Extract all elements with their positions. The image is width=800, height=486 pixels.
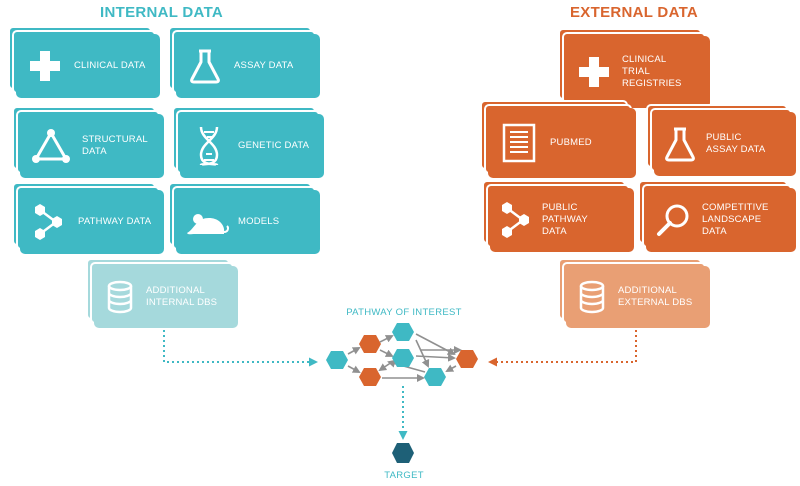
cross-icon xyxy=(566,55,622,89)
flask-icon xyxy=(654,126,706,162)
internal-card-label: CLINICAL DATA xyxy=(74,60,146,71)
external-card-public-assay: PUBLIC ASSAY DATA xyxy=(646,104,796,176)
internal-card-label: ASSAY DATA xyxy=(234,60,294,71)
external-card-competitive: COMPETITIVE LANDSCAPE DATA xyxy=(638,180,796,252)
network-node xyxy=(392,323,414,341)
internal-card-additional: ADDITIONAL INTERNAL DBs xyxy=(86,258,238,328)
cross-icon xyxy=(16,49,74,83)
flask-icon xyxy=(176,48,234,84)
target-node xyxy=(392,443,414,463)
magnifier-icon xyxy=(646,202,702,238)
pathway-icon xyxy=(20,202,78,242)
internal-card-pathway: PATHWAY DATA xyxy=(12,182,164,254)
external-card-label: PUBLIC ASSAY DATA xyxy=(706,132,766,155)
network-node xyxy=(359,368,381,386)
external-card-label: COMPETITIVE LANDSCAPE DATA xyxy=(702,202,769,237)
internal-card-structural: STRUCTURAL DATA xyxy=(12,106,164,178)
network-node xyxy=(424,368,446,386)
network-nodes xyxy=(326,323,478,386)
database-icon xyxy=(94,280,146,314)
pathway-title: PATHWAY OF INTEREST xyxy=(346,307,461,318)
external-card-pubmed: PUBMED xyxy=(480,100,636,178)
target-label: TARGET xyxy=(384,470,424,481)
external-card-label: PUBLIC PATHWAY DATA xyxy=(542,202,588,237)
database-icon xyxy=(566,280,618,314)
external-data-heading: EXTERNAL DATA xyxy=(570,4,699,21)
internal-connector-line xyxy=(163,330,318,367)
pathway-icon xyxy=(490,200,542,240)
external-card-label: PUBMED xyxy=(550,137,592,148)
mouse-icon xyxy=(176,205,238,239)
internal-card-label: ADDITIONAL INTERNAL DBs xyxy=(146,285,218,308)
internal-data-heading: INTERNAL DATA xyxy=(100,4,224,21)
internal-card-models: MODELS xyxy=(168,182,320,254)
external-connector-line xyxy=(488,330,637,367)
internal-card-clinical: CLINICAL DATA xyxy=(8,26,160,98)
internal-card-label: STRUCTURAL DATA xyxy=(82,134,148,157)
dna-icon xyxy=(180,125,238,167)
external-card-label: CLINICAL TRIAL REGISTRIES xyxy=(622,54,682,89)
network-node xyxy=(392,349,414,367)
external-card-public-pathway: PUBLIC PATHWAY DATA xyxy=(482,180,634,252)
network-node xyxy=(359,335,381,353)
network-node xyxy=(326,351,348,369)
external-card-additional: ADDITIONAL EXTERNAL DBs xyxy=(558,258,710,328)
document-icon xyxy=(488,123,550,163)
internal-card-label: PATHWAY DATA xyxy=(78,216,152,227)
external-card-clinical-trial: CLINICAL TRIAL REGISTRIES xyxy=(558,28,710,108)
internal-card-assay: ASSAY DATA xyxy=(168,26,320,98)
internal-card-genetic: GENETIC DATA xyxy=(172,106,324,178)
internal-card-label: GENETIC DATA xyxy=(238,140,310,151)
internal-card-label: MODELS xyxy=(238,216,280,227)
network-node xyxy=(456,350,478,368)
triangle-network-icon xyxy=(20,128,82,164)
external-card-label: ADDITIONAL EXTERNAL DBs xyxy=(618,285,693,308)
